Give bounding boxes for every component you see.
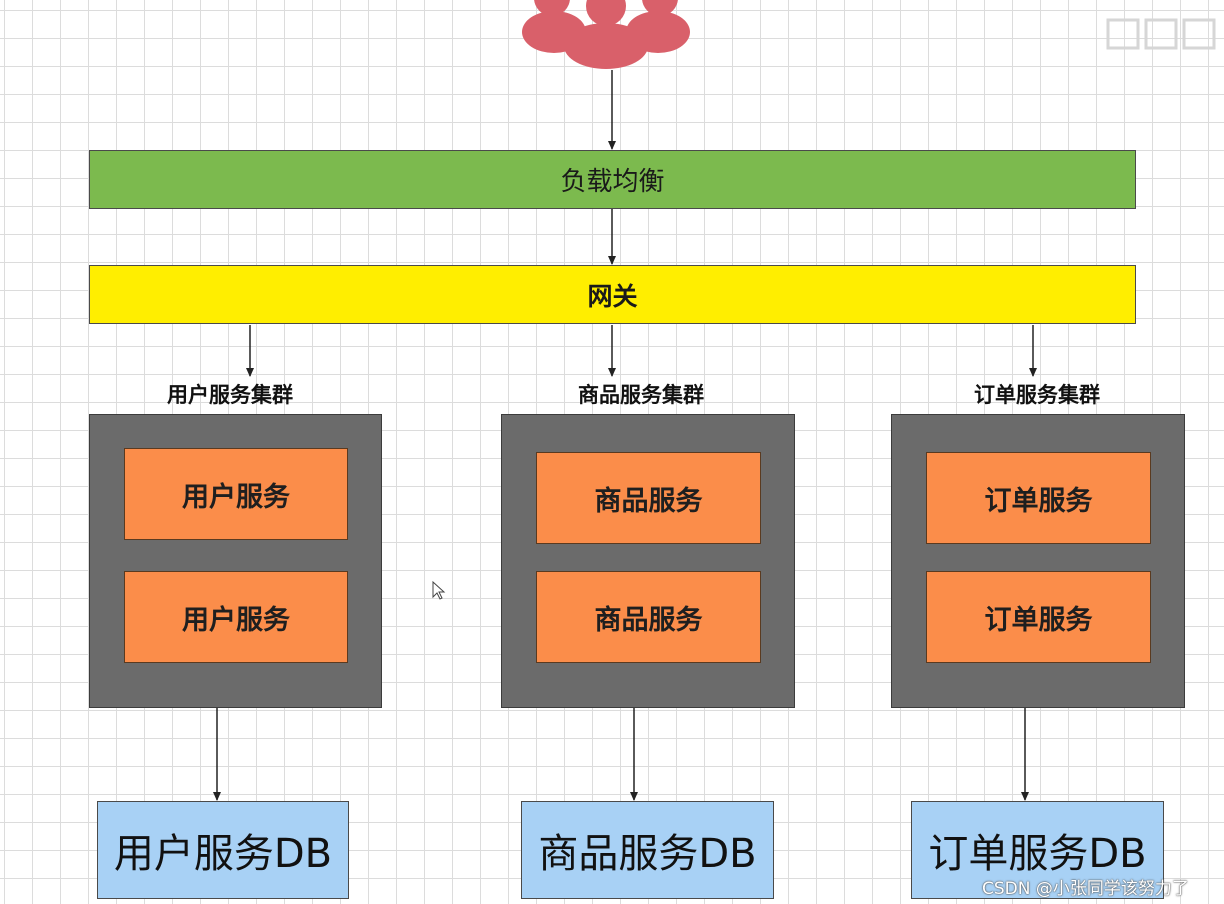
service-label: 订单服务	[984, 604, 1093, 636]
gateway-label: 网关	[587, 281, 638, 311]
load-balancer-bar: 负载均衡	[89, 150, 1136, 209]
service-node-user-1: 用户服务	[124, 448, 348, 540]
service-label: 用户服务	[182, 604, 290, 636]
db-node-product: 商品服务DB	[521, 801, 774, 899]
db-node-order: 订单服务DB	[911, 801, 1164, 899]
service-label: 商品服务	[594, 604, 703, 636]
service-label: 订单服务	[984, 485, 1093, 517]
service-node-product-2: 商品服务	[536, 571, 761, 663]
load-balancer-label: 负载均衡	[560, 167, 665, 197]
mouse-cursor-icon	[432, 580, 446, 600]
db-node-user: 用户服务DB	[97, 801, 349, 899]
db-label: 订单服务DB	[928, 831, 1147, 877]
service-node-user-2: 用户服务	[124, 571, 348, 663]
service-label: 用户服务	[182, 481, 290, 513]
db-label: 用户服务DB	[113, 831, 333, 877]
service-label: 商品服务	[594, 485, 703, 517]
db-label: 商品服务DB	[538, 831, 757, 877]
service-node-product-1: 商品服务	[536, 452, 761, 544]
cluster-title-order: 订单服务集群	[974, 383, 1100, 407]
service-node-order-2: 订单服务	[926, 571, 1151, 663]
cluster-title-user: 用户服务集群	[167, 383, 293, 407]
cluster-title-product: 商品服务集群	[578, 383, 704, 407]
corner-logo	[1106, 14, 1216, 58]
service-node-order-1: 订单服务	[926, 452, 1151, 544]
gateway-bar: 网关	[89, 265, 1136, 324]
users-group-icon	[522, 0, 690, 69]
csdn-watermark: CSDN @小张同学该努力了	[982, 879, 1189, 899]
